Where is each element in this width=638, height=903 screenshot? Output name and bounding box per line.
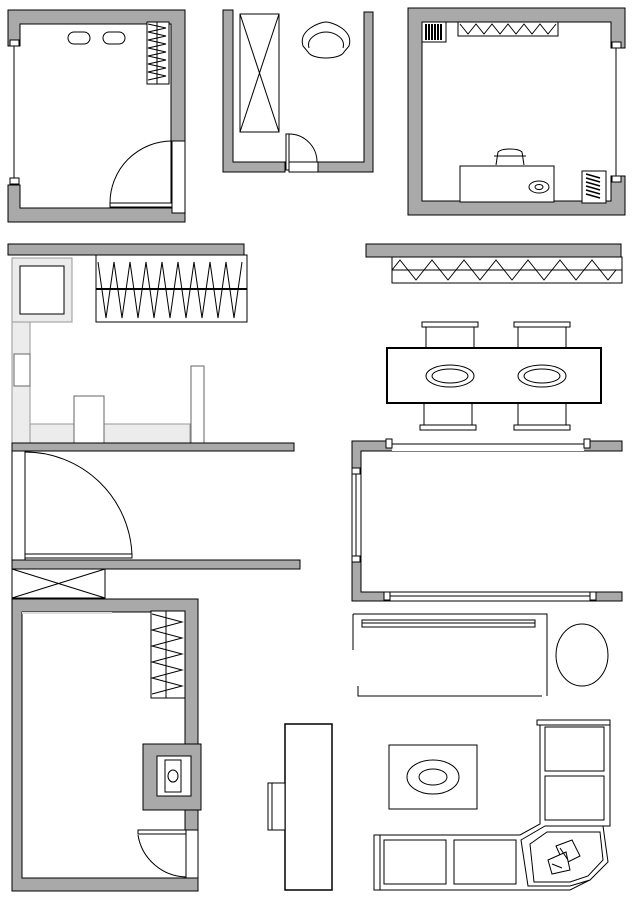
- wardrobe-hangers-icon: [97, 261, 243, 319]
- window-post-icon: [9, 177, 20, 185]
- window-post-icon: [611, 41, 622, 49]
- outlet-icon: [13, 353, 31, 387]
- counter-panel: [190, 365, 205, 444]
- wardrobe-box: [239, 13, 280, 133]
- dining-table: [386, 347, 602, 404]
- oval-table[interactable]: [555, 623, 609, 687]
- counter-panel: [29, 423, 191, 444]
- drain-icon: [167, 769, 179, 783]
- bedroom-walls: [7, 9, 186, 223]
- coffee-table[interactable]: [388, 744, 478, 810]
- small-door-swing: [288, 133, 318, 163]
- desk-and-chair[interactable]: [352, 613, 548, 697]
- appliance-icon: [73, 395, 105, 444]
- sofa-cushion: [383, 839, 447, 885]
- storage-cross: [11, 568, 106, 599]
- window-wall-segment[interactable]: [351, 438, 623, 602]
- middle-wall: [11, 442, 295, 452]
- pillow-icon: [102, 31, 126, 45]
- bath-door-opening: [185, 829, 199, 879]
- armchair-icon: [301, 21, 351, 59]
- shelf-icon: [581, 170, 607, 204]
- desk-lamp-icon: [528, 180, 550, 194]
- desk-lamp-inner: [534, 184, 544, 190]
- sofa-cushion: [544, 775, 605, 821]
- sofa-cushion: [453, 839, 517, 885]
- bedroom-door-opening: [171, 140, 186, 214]
- door-jamb: [11, 450, 26, 565]
- door-swing: [24, 451, 133, 556]
- bed-mattress: [284, 723, 333, 891]
- bed-frame[interactable]: [267, 723, 333, 891]
- chair-icon: [421, 321, 479, 348]
- window-post-icon: [589, 591, 597, 601]
- plate-inner: [523, 368, 561, 384]
- sofa-arm: [536, 719, 611, 726]
- sofa-arm: [373, 834, 381, 891]
- plate-inner: [431, 368, 469, 384]
- window-post-icon: [9, 39, 20, 47]
- office-room[interactable]: [407, 7, 626, 216]
- closet-room[interactable]: [222, 9, 374, 173]
- window-post-icon: [351, 555, 361, 563]
- window-post-icon: [583, 438, 591, 449]
- sink-icon: [19, 265, 65, 315]
- chair-icon: [513, 321, 571, 348]
- shelf-pattern-icon: [150, 613, 184, 695]
- bedroom-wall-segment[interactable]: [7, 243, 301, 599]
- coffee-table-top: [388, 744, 478, 810]
- armchair-seat-icon: [308, 31, 344, 49]
- books-icon: [585, 173, 601, 199]
- tray-icon: [406, 759, 460, 795]
- window-post-icon: [385, 438, 393, 449]
- bath-door-leaf: [137, 829, 187, 835]
- desk-outline: [352, 613, 548, 697]
- bedroom-door-threshold: [109, 202, 173, 208]
- bedroom-door-swing: [109, 140, 173, 204]
- office-chair-icon: [495, 148, 525, 166]
- bedside-table: [267, 782, 286, 831]
- top-wall-segment: [7, 243, 245, 256]
- sofa-cushion: [544, 726, 605, 772]
- window-room-walls: [351, 440, 623, 602]
- sideboard-pattern: [391, 259, 617, 281]
- dining-table-set[interactable]: [365, 243, 623, 431]
- wardrobe-cross: [239, 13, 280, 133]
- l-shaped-sofa[interactable]: [373, 719, 611, 891]
- basin-icon: [164, 759, 182, 793]
- closet-hangers-icon: [147, 23, 167, 81]
- closet-room-walls: [317, 11, 374, 173]
- pillow-icon: [67, 31, 91, 45]
- office-desk: [459, 165, 555, 203]
- chair-icon: [419, 403, 477, 431]
- wall-shelf-pattern: [459, 23, 557, 35]
- door-leaf: [24, 553, 133, 559]
- oval-table-top: [555, 623, 609, 687]
- corner-cushion: [529, 831, 604, 883]
- tray-inner: [418, 768, 448, 786]
- books-icon: [425, 24, 442, 40]
- small-door-leaf: [285, 133, 290, 171]
- plate-icon: [517, 364, 567, 388]
- closet-room-walls: [222, 9, 286, 173]
- bathroom-room[interactable]: [11, 598, 202, 892]
- bath-door-swing: [137, 834, 187, 878]
- office-walls: [407, 7, 626, 216]
- window-post-icon: [611, 175, 622, 183]
- lower-wall: [11, 559, 301, 570]
- wall-inner-shade: [22, 612, 112, 614]
- window-post-icon: [383, 591, 391, 601]
- chair-icon: [513, 403, 571, 431]
- plate-icon: [425, 364, 475, 388]
- top-wall-segment: [365, 243, 622, 258]
- small-door-threshold: [288, 161, 319, 173]
- window-post-icon: [351, 467, 361, 475]
- throw-pillow-icon: [547, 839, 581, 875]
- bedroom-room[interactable]: [7, 9, 186, 223]
